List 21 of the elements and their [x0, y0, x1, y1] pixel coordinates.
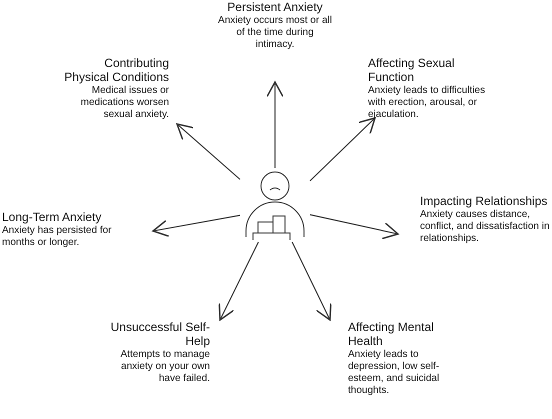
heading: Impacting Relationships	[420, 194, 548, 208]
heading: Unsuccessful Self-Help	[110, 320, 210, 348]
heading: Long-Term Anxiety	[2, 210, 102, 224]
arrow	[292, 242, 332, 321]
arrow	[152, 214, 240, 237]
arrow	[176, 123, 240, 180]
heading: Affecting Sexual Function	[368, 56, 456, 84]
arrow	[310, 214, 399, 240]
arrow	[266, 81, 284, 168]
heading: Contributing Physical Conditions	[63, 56, 169, 84]
description: Anxiety occurs most or all of the time during intimacy.	[218, 15, 332, 51]
heading: Affecting Mental Health	[348, 320, 435, 348]
description: Anxiety has persisted for months or longer.	[2, 225, 112, 249]
description: Anxiety causes distance, conflict, and dissatisfaction in relationships.	[420, 209, 551, 245]
arrow	[218, 242, 259, 321]
description: Anxiety leads to depression, low self-esteem, and suicidal thoughts.	[348, 349, 440, 397]
heading: Persistent Anxiety	[227, 0, 323, 14]
arrow	[310, 117, 376, 182]
description: Attempts to manage anxiety on your own have failed.	[120, 349, 210, 385]
description: Anxiety leads to difficulties with erection, arousal, or ejaculation.	[368, 85, 486, 121]
description: Medical issues or medications worsen sexual anxiety.	[80, 85, 169, 121]
